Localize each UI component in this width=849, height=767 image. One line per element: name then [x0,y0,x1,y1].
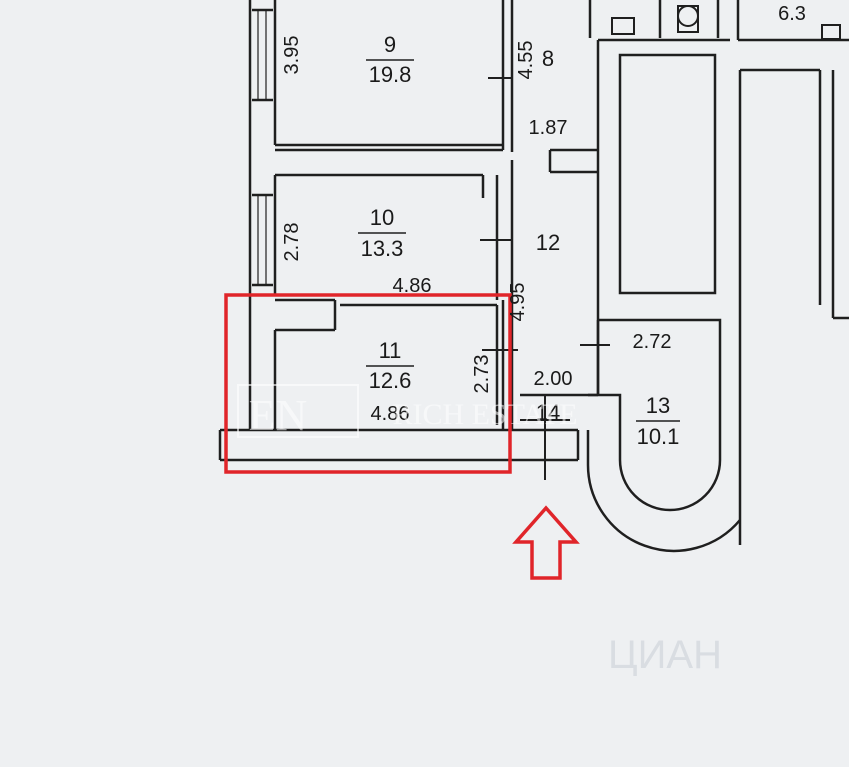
agency-watermark: EN RICH ESTATE [237,384,578,440]
watermark-site: ЦИАН [608,633,722,677]
room-13-area: 10.1 [637,424,680,449]
dimension-ticks [480,77,610,480]
room-10-area: 13.3 [361,236,404,261]
walls [218,0,849,553]
room-9-area: 19.8 [369,62,412,87]
room-8-number: 8 [542,46,554,71]
dim-3-95: 3.95 [281,36,303,75]
room-10-number: 10 [370,205,394,230]
room-13-number: 13 [646,393,670,418]
dim-1-87: 1.87 [529,117,568,139]
dim-2-73: 2.73 [471,355,493,394]
dim-2-72: 2.72 [633,331,672,353]
room-14-number: 14 [536,400,560,425]
dim-2-78: 2.78 [281,223,303,262]
dim-4-55: 4.55 [515,41,537,80]
room-9-number: 9 [384,32,396,57]
dim-4-86-lower: 4.86 [371,403,410,425]
highlight-frame [224,293,512,474]
room-11-number: 11 [379,338,402,363]
entrance-arrow-icon [512,505,580,580]
dim-2-00: 2.00 [534,368,573,390]
watermark-logo: EN [249,391,308,440]
room-12-number: 12 [536,230,560,255]
room-11-area: 12.6 [369,368,412,393]
dim-4-95: 4.95 [507,283,529,322]
dim-4-86-upper: 4.86 [393,275,432,297]
watermark-agency: RICH ESTATE [392,398,577,431]
sanitary-icons [611,5,841,40]
dim-6-3: 6.3 [778,3,806,25]
